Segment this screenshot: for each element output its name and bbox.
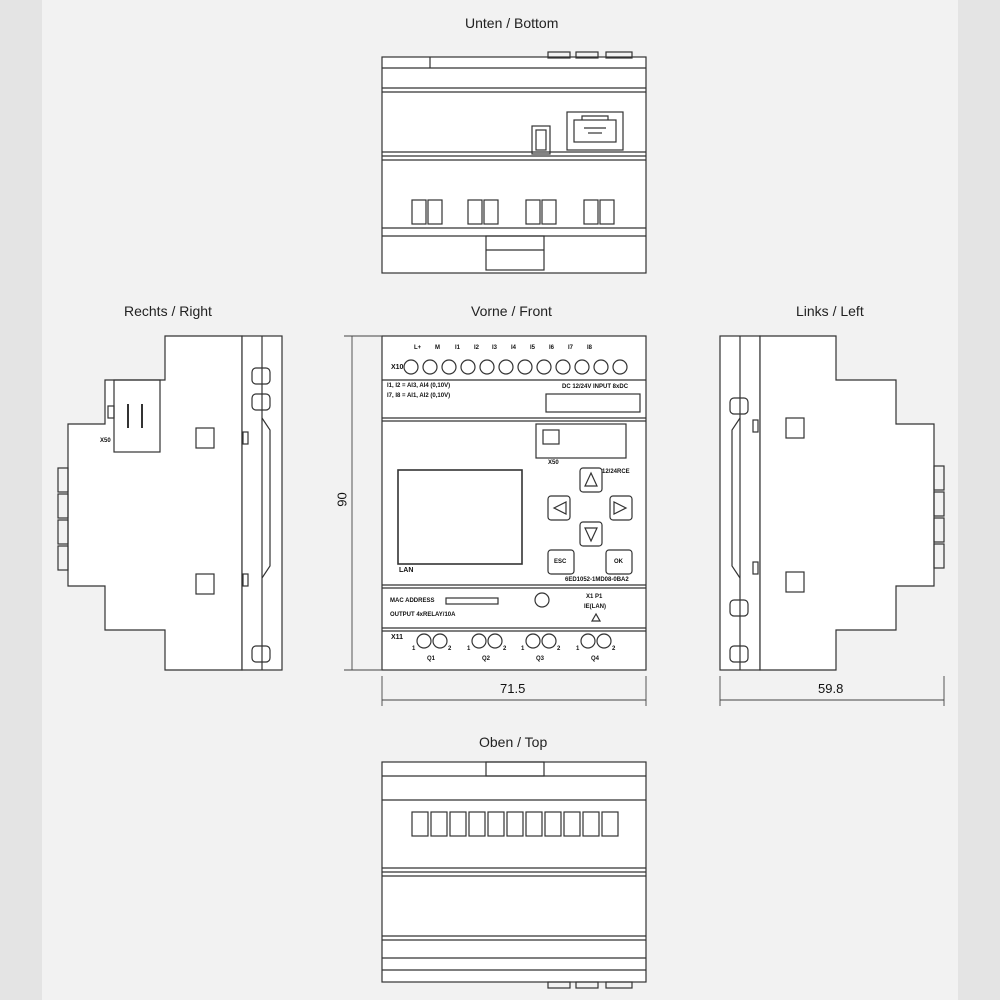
input-terminals <box>403 359 628 375</box>
terminal-label-3: I2 <box>474 345 480 351</box>
output-pin-2: 2 <box>448 646 452 652</box>
right-view-drawing <box>57 335 283 671</box>
left-view-title: Links / Left <box>796 303 864 319</box>
supply-label: DC 12/24V INPUT 8xDC <box>562 384 629 390</box>
key-up <box>579 467 603 493</box>
bottom-view-title: Unten / Bottom <box>465 15 559 31</box>
order-number: 6ED1052-1MD08-0BA2 <box>565 577 629 583</box>
height-dimension: 90 <box>334 492 350 507</box>
output-q4-label: Q4 <box>591 656 600 662</box>
front-view-title: Vorne / Front <box>471 303 552 319</box>
key-right <box>609 495 633 521</box>
key-ok <box>605 549 633 575</box>
output-pin-1: 1 <box>576 646 580 652</box>
output-pin-1: 1 <box>521 646 525 652</box>
width-dimension: 71.5 <box>500 681 526 696</box>
analog-line-1: I1, I2 = AI3, AI4 (0,10V) <box>387 383 451 389</box>
variant-label: 12/24RCE <box>602 469 630 475</box>
front-view-drawing <box>381 335 647 671</box>
ok-key-label: OK <box>614 559 623 565</box>
terminal-label-7: I6 <box>549 345 555 351</box>
right-view-slot-label: X50 <box>100 438 111 444</box>
terminal-label-4: I3 <box>492 345 498 351</box>
terminal-label-9: I8 <box>587 345 593 351</box>
depth-dimension: 59.8 <box>818 681 844 696</box>
output-pin-2: 2 <box>612 646 616 652</box>
x10-label: X10 <box>391 364 404 371</box>
output-pin-2: 2 <box>503 646 507 652</box>
output-q1-label: Q1 <box>427 656 436 662</box>
output-q3-label: Q3 <box>536 656 545 662</box>
terminal-label-1: M <box>435 345 440 351</box>
terminal-label-8: I7 <box>568 345 574 351</box>
x1-lan-label: IE(LAN) <box>584 604 606 610</box>
esc-key-label: ESC <box>554 559 567 565</box>
terminal-label-6: I5 <box>530 345 536 351</box>
key-esc <box>547 549 575 575</box>
output-pin-1: 1 <box>467 646 471 652</box>
mac-address-label: MAC ADDRESS <box>390 598 435 604</box>
right-margin-strip <box>958 0 1000 1000</box>
left-view-drawing <box>719 335 945 671</box>
card-slot-label: X50 <box>548 460 559 466</box>
output-label: OUTPUT 4xRELAY/10A <box>390 612 456 618</box>
output-q2-label: Q2 <box>482 656 491 662</box>
output-terminals <box>416 633 612 649</box>
top-view-title: Oben / Top <box>479 734 548 750</box>
dimension-lines <box>344 335 945 706</box>
analog-line-2: I7, I8 = AI1, AI2 (0,10V) <box>387 393 451 399</box>
terminal-label-5: I4 <box>511 345 517 351</box>
key-left <box>547 495 571 521</box>
x1-label: X1 P1 <box>586 594 603 600</box>
x11-label: X11 <box>391 634 404 641</box>
lcd-display <box>397 469 523 565</box>
bottom-view-drawing <box>381 51 647 274</box>
left-margin-strip <box>0 0 42 1000</box>
output-pin-2: 2 <box>557 646 561 652</box>
output-pin-1: 1 <box>412 646 416 652</box>
terminal-label-0: L+ <box>414 345 422 351</box>
key-down <box>579 521 603 547</box>
lan-label: LAN <box>399 567 414 574</box>
right-view-title: Rechts / Right <box>124 303 212 319</box>
top-view-drawing <box>381 761 647 989</box>
terminal-label-2: I1 <box>455 345 461 351</box>
